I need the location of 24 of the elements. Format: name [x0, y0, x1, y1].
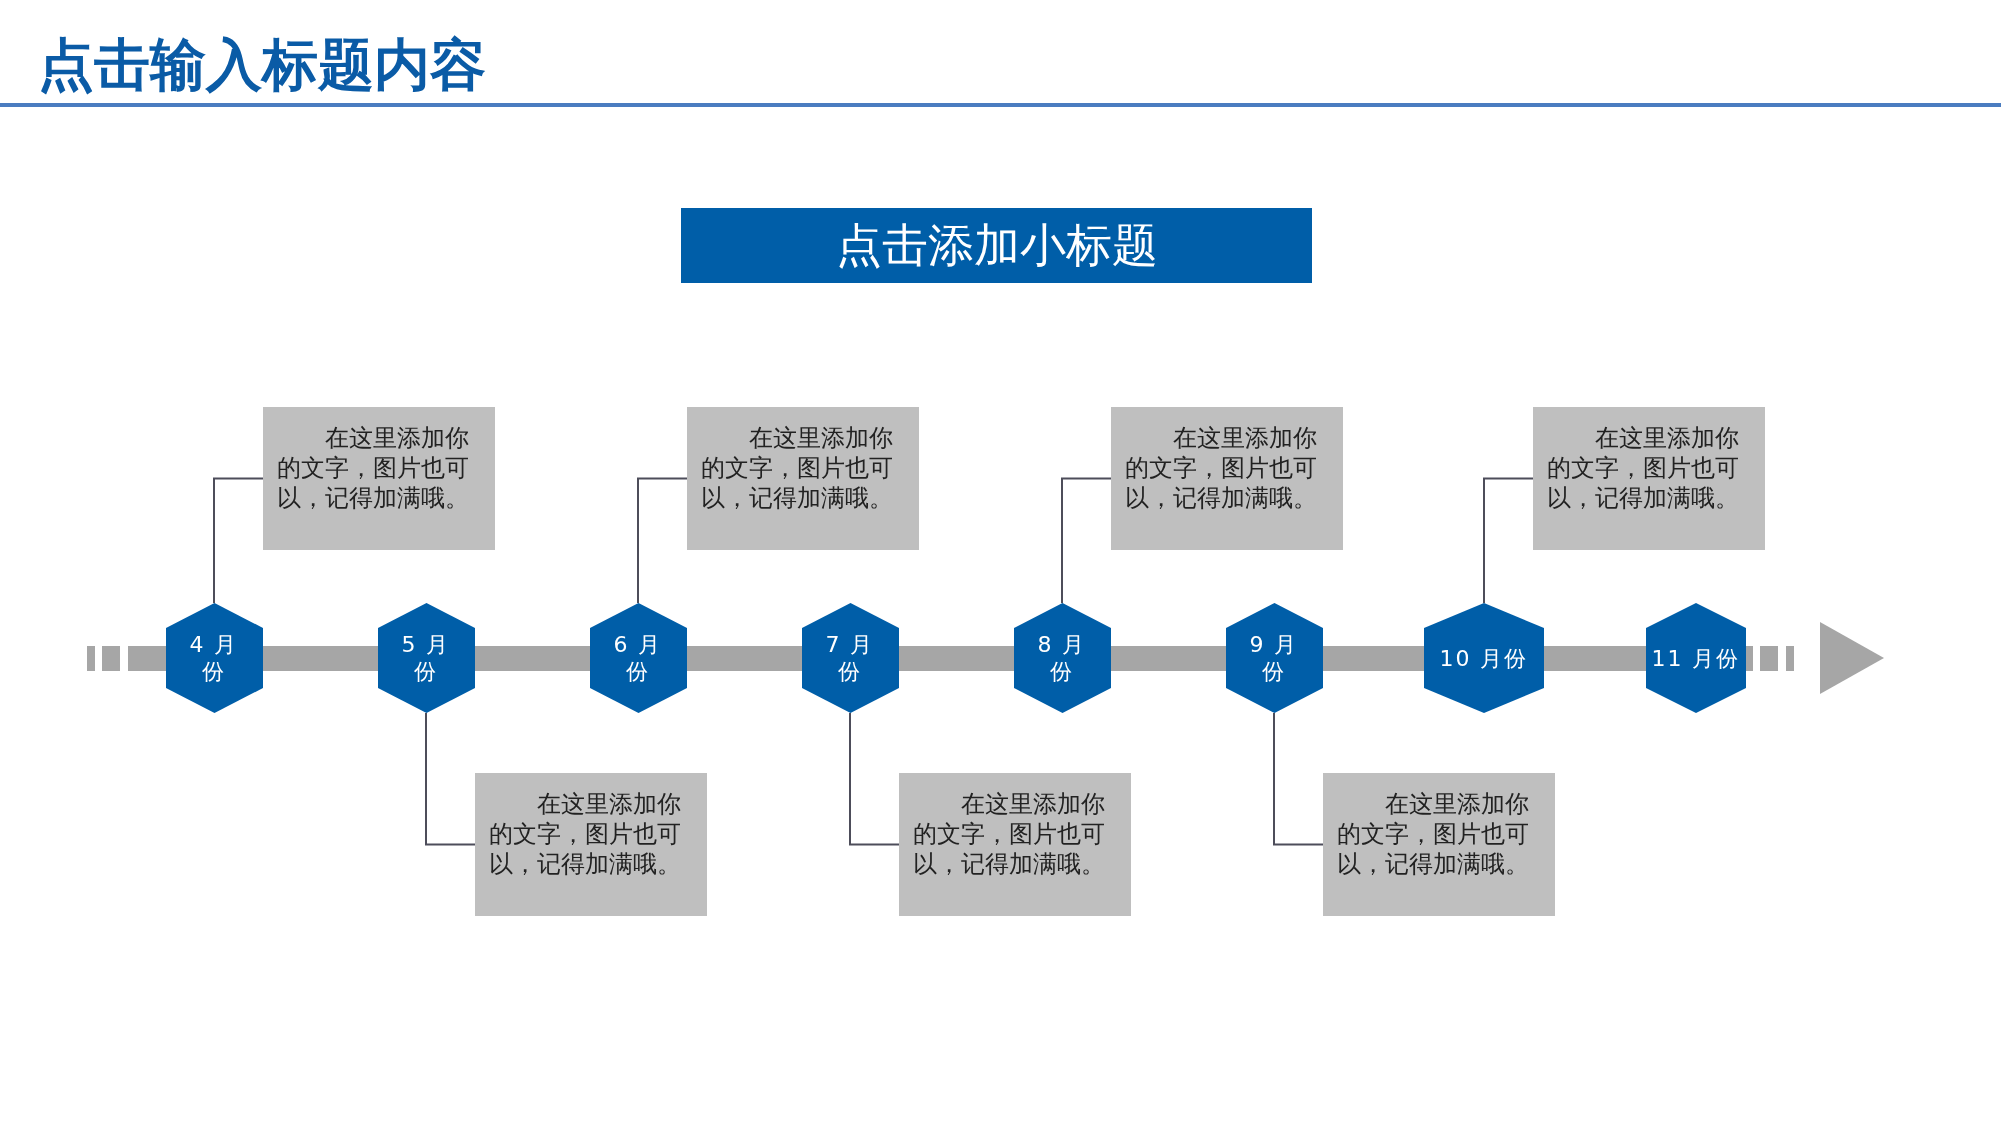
month-hexagon: 5 月份 [377, 603, 475, 713]
month-hexagon: 6 月份 [589, 603, 687, 713]
text-box: 在这里添加你的文字，图片也可以，记得加满哦。 [475, 773, 707, 916]
month-hexagon: 4 月份 [165, 603, 263, 713]
connector-line [1061, 477, 1112, 604]
connector-line [849, 712, 900, 846]
month-hexagon: 7 月份 [801, 603, 899, 713]
month-hexagon: 11 月份 [1646, 603, 1746, 713]
subtitle-banner: 点击添加小标题 [681, 208, 1312, 283]
month-hexagon: 8 月份 [1013, 603, 1111, 713]
text-box: 在这里添加你的文字，图片也可以，记得加满哦。 [1111, 407, 1343, 550]
page-title: 点击输入标题内容 [38, 31, 486, 99]
text-box: 在这里添加你的文字，图片也可以，记得加满哦。 [687, 407, 919, 550]
connector-line [637, 477, 688, 604]
text-box: 在这里添加你的文字，图片也可以，记得加满哦。 [899, 773, 1131, 916]
month-hexagon: 10 月份 [1424, 603, 1544, 713]
connector-line [1273, 712, 1324, 846]
month-hexagon: 9 月份 [1225, 603, 1323, 713]
text-box: 在这里添加你的文字，图片也可以，记得加满哦。 [1323, 773, 1555, 916]
connector-line [213, 477, 264, 604]
text-box: 在这里添加你的文字，图片也可以，记得加满哦。 [1533, 407, 1765, 550]
connector-line [425, 712, 476, 846]
connector-line [1483, 477, 1534, 604]
text-box: 在这里添加你的文字，图片也可以，记得加满哦。 [263, 407, 495, 550]
